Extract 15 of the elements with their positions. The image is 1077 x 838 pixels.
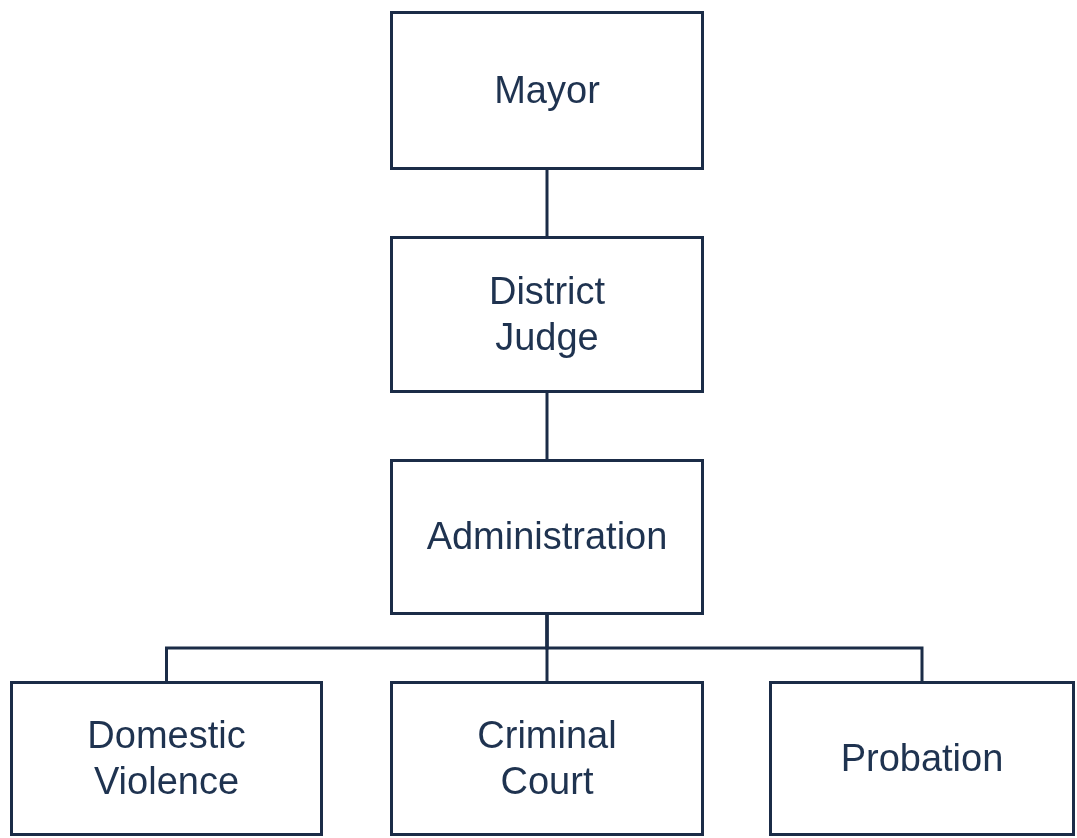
org-box <box>390 459 704 615</box>
box-label: Administration <box>425 514 669 560</box>
org-box <box>769 681 1075 836</box>
box-label: District Judge <box>487 268 607 360</box>
connector-line <box>545 393 549 459</box>
connector-line <box>545 170 549 236</box>
org-box <box>390 11 704 170</box>
org-box <box>390 681 704 836</box>
box-label: Probation <box>839 735 1005 781</box>
box-label: Mayor <box>493 67 601 113</box>
connector-line <box>545 615 924 681</box>
org-box <box>10 681 323 836</box>
org-box <box>390 236 704 393</box>
box-label: Domestic Violence <box>86 712 247 804</box>
box-label: Criminal Court <box>476 712 618 804</box>
